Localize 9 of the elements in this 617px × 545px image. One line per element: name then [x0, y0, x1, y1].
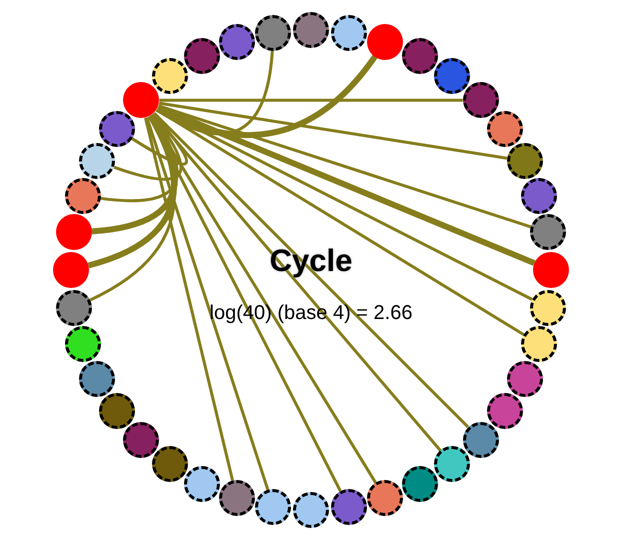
edge-line [152, 112, 470, 428]
edge-line [159, 98, 463, 102]
edge-line [131, 112, 188, 166]
edge-line [114, 114, 182, 181]
edge-line [156, 50, 274, 136]
edge-line [145, 116, 270, 490]
edge-line [158, 102, 508, 160]
edge-line [144, 117, 234, 482]
edge-line [156, 54, 378, 138]
